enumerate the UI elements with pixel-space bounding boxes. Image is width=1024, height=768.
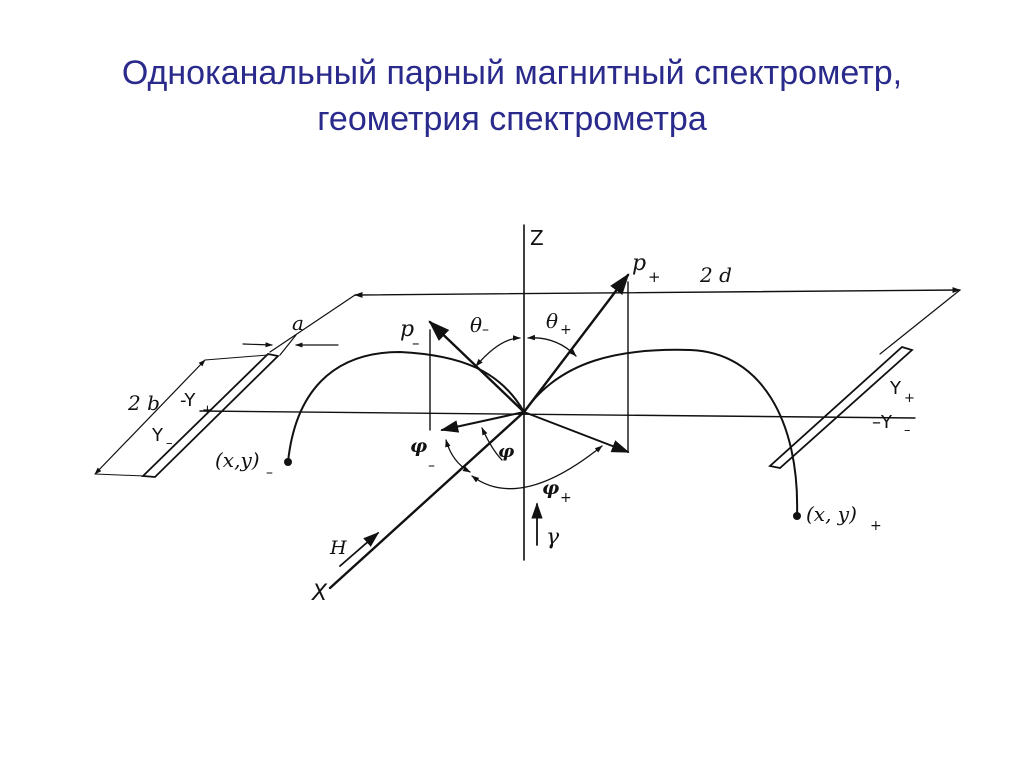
- dimension-2b-label: 2 b: [127, 391, 160, 415]
- xy-minus-label: (x,y): [215, 448, 260, 472]
- left-y-minus-label: Y: [151, 425, 164, 446]
- gamma-label: γ: [546, 525, 560, 550]
- right-y-minus-label: –Y: [872, 412, 893, 433]
- right-y-plus-sub: +: [904, 391, 915, 406]
- left-trajectory: [287, 350, 525, 463]
- p-plus-plane-projection: [523, 411, 630, 453]
- phi-plus-label: φ: [542, 477, 559, 499]
- phi-minus-sub: –: [428, 458, 435, 474]
- p-plus-sub: +: [648, 268, 661, 286]
- p-plus-vector: [522, 273, 630, 414]
- right-detector-bar: [768, 345, 914, 469]
- right-trajectory: [523, 348, 799, 517]
- xy-plus-sub: +: [870, 518, 882, 534]
- p-plus-label: p: [632, 251, 646, 276]
- z-axis-label: Z: [530, 226, 544, 250]
- slide-title: Одноканальный парный магнитный спектроме…: [40, 50, 984, 142]
- dimension-2b-bottom-tick: [94, 473, 146, 477]
- theta-minus-arc: [475, 335, 521, 367]
- dimension-2d-line: [354, 287, 961, 298]
- dimension-2b-line: [94, 359, 206, 475]
- left-y-plus-label: -Y: [180, 390, 196, 411]
- p-minus-label: p: [400, 317, 414, 342]
- dimension-a-left-arrow: [242, 342, 273, 348]
- x-axis-line: [328, 410, 526, 590]
- phi-plus-sub: +: [560, 490, 572, 506]
- xy-minus-point: [284, 458, 292, 466]
- x-axis-label: X: [311, 581, 328, 606]
- y-plane-line: [199, 410, 916, 419]
- title-line-1: Одноканальный парный магнитный спектроме…: [121, 54, 903, 92]
- p-minus-vector: [428, 320, 526, 414]
- phi-minus-arc: [445, 439, 471, 473]
- title-line-2: геометрия спектрометра: [317, 100, 707, 138]
- left-y-minus-sub: –: [166, 436, 173, 451]
- theta-minus-sub: –: [482, 322, 489, 338]
- dimension-a-label: a: [292, 311, 304, 335]
- theta-minus-label: θ: [470, 313, 482, 337]
- phi-plus-arc: [471, 445, 603, 490]
- left-y-plus-sub: +: [202, 403, 213, 418]
- theta-plus-arc: [527, 334, 577, 357]
- dimension-a-tick: [279, 334, 297, 356]
- xy-plus-label: (x, y): [806, 502, 857, 526]
- xy-plus-point: [793, 512, 801, 520]
- theta-plus-label: θ: [546, 309, 558, 333]
- theta-plus-sub: +: [560, 322, 572, 338]
- dimension-2d-label: 2 d: [699, 263, 732, 287]
- right-y-plus-label: Y: [889, 378, 902, 399]
- phi-minus-label: φ: [410, 435, 427, 457]
- p-minus-plane-projection: [440, 411, 525, 433]
- p-minus-sub: –: [412, 334, 420, 352]
- dimension-2b-top-tick: [204, 354, 269, 361]
- field-h-label: H: [329, 537, 347, 559]
- phi-label: φ: [498, 441, 515, 462]
- left-extension-line: [269, 294, 356, 353]
- right-y-minus-sub: –: [904, 423, 911, 438]
- xy-minus-sub: –: [266, 465, 273, 481]
- right-extension-line: [879, 289, 961, 355]
- field-h-arrow: [339, 531, 380, 567]
